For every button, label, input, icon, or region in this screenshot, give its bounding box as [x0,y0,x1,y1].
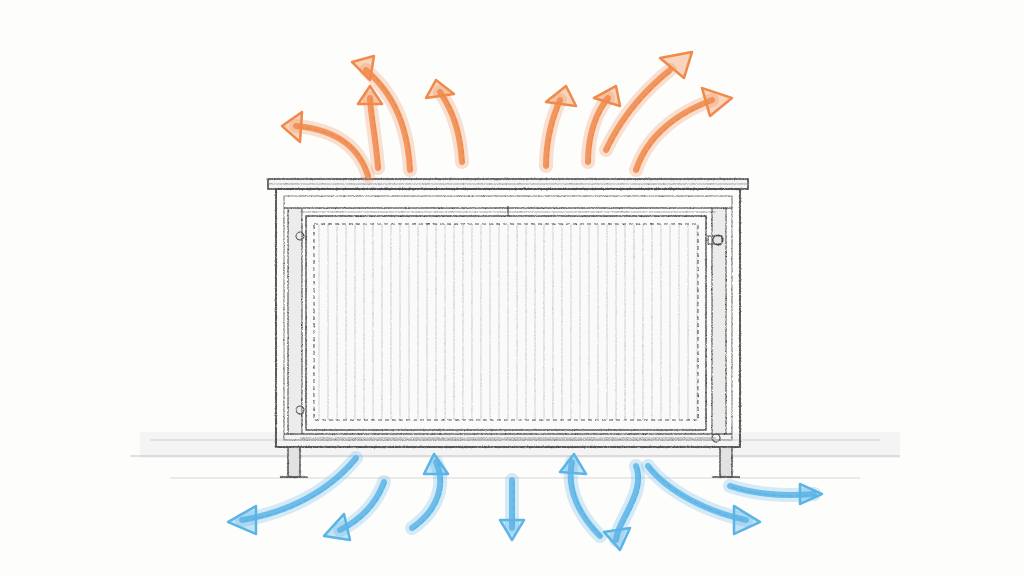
valve-bottom-right [711,433,721,443]
cool-arrow-4 [498,473,526,542]
warm-arrow-6 [581,84,622,169]
valve-top-left [295,231,305,241]
warm-arrow-1 [280,110,375,183]
cool-arrow-6 [602,459,645,552]
warm-arrow-5 [539,84,578,173]
cool-arrow-5 [558,452,607,543]
floor [130,432,900,479]
cool-air-arrows [226,451,824,552]
warm-arrow-2 [356,84,385,175]
radiator-foot-left [287,446,301,478]
valve-top-right [712,234,724,246]
warm-arrow-4 [424,78,469,169]
cool-arrow-1 [226,451,363,536]
cool-arrow-8 [723,479,824,506]
warm-arrow-3 [350,54,417,177]
cool-arrow-2 [322,475,391,542]
radiator-frame [275,188,741,448]
valve-bottom-left [295,405,305,415]
warm-air-arrows [280,50,734,183]
radiator-left-column [287,207,303,435]
radiator-foot-right [719,446,733,478]
warm-arrow-7 [599,50,694,157]
cool-arrow-7 [641,459,762,536]
radiator-fins [313,223,699,421]
radiator [267,178,749,478]
cool-arrow-3 [405,452,450,535]
warm-arrow-8 [629,86,734,177]
